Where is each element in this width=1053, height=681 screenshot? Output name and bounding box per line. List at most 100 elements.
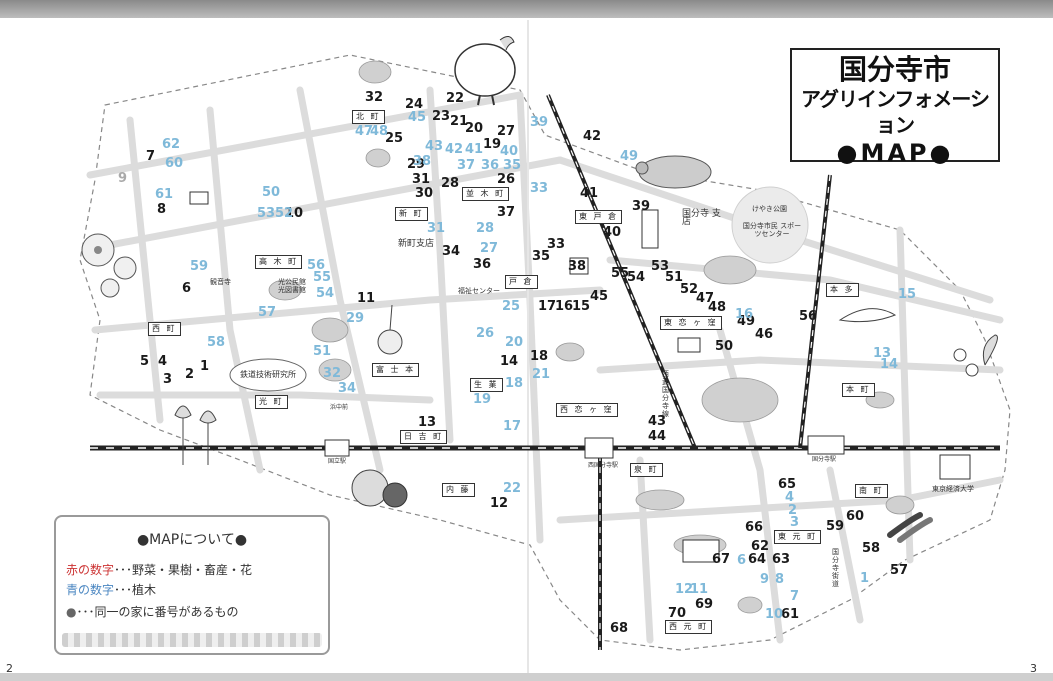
farm-number: 27 xyxy=(480,241,499,256)
farm-number: 25 xyxy=(502,299,521,314)
scan-edge-bottom xyxy=(0,673,1053,681)
farm-number: 1 xyxy=(860,571,870,586)
farm-number: 2 xyxy=(788,503,798,518)
seibu-tamagawa-line xyxy=(798,174,832,449)
farm-number: 5 xyxy=(140,354,150,369)
farm-number: 10 xyxy=(765,607,784,622)
farm-number: 24 xyxy=(405,97,424,112)
farm-number: 32 xyxy=(365,90,384,105)
farm-number: 6 xyxy=(182,281,192,296)
farm-number: 44 xyxy=(648,429,667,444)
farm-number: 27 xyxy=(497,124,516,139)
farm-number: 38 xyxy=(568,259,587,274)
farm-number: 56 xyxy=(799,309,818,324)
farm-number: 47 xyxy=(355,124,374,139)
farm-number: 2 xyxy=(185,367,195,382)
farm-number: 62 xyxy=(751,539,770,554)
district-honcho: 本 町 xyxy=(842,383,875,397)
tree-cluster-icon xyxy=(635,489,685,511)
farm-number: 4 xyxy=(158,354,168,369)
farm-number: 15 xyxy=(898,287,917,302)
district-takagi: 高 木 町 xyxy=(255,255,303,269)
farm-number: 59 xyxy=(190,259,209,274)
farm-number: 54 xyxy=(627,270,646,285)
farm-number: 17 xyxy=(538,299,557,314)
farm-number: 10 xyxy=(285,206,304,221)
farm-number: 12 xyxy=(675,582,694,597)
farm-number: 22 xyxy=(446,91,465,106)
label-kokubunji-road: 国分寺街道 xyxy=(832,548,839,588)
label-kokubunji-branch: 国分寺 支店 xyxy=(682,209,721,227)
railway-institute-outline xyxy=(229,358,307,392)
district-seikan: 生 業 xyxy=(470,378,503,392)
farm-number: 57 xyxy=(258,305,277,320)
farm-number: 3 xyxy=(163,372,173,387)
farm-number: 14 xyxy=(500,354,519,369)
bird-icon xyxy=(838,308,897,323)
farm-number: 55 xyxy=(313,270,332,285)
farm-number: 46 xyxy=(755,327,774,342)
farm-house-icon xyxy=(682,539,720,563)
page-number-right: 3 xyxy=(1030,662,1037,675)
farm-number: 39 xyxy=(530,115,549,130)
farm-number: 43 xyxy=(648,414,667,429)
legend-dots-text: ･･･同一の家に番号があるもの xyxy=(76,605,239,619)
legend-red-row: 赤の数字･･･野菜・果樹・畜産・花 xyxy=(66,561,252,578)
farm-number: 23 xyxy=(432,109,451,124)
tree-cluster-icon xyxy=(703,255,757,285)
label-nishi-kokubunji-st: 西国分寺駅 xyxy=(588,462,619,469)
farm-number: 19 xyxy=(483,137,502,152)
farm-number: 48 xyxy=(370,124,389,139)
label-shinmachi-branch: 新町支店 xyxy=(398,239,435,249)
onion-icon xyxy=(377,304,403,355)
farm-number: 29 xyxy=(346,311,365,326)
district-higashikoigakubo: 東 恋 ヶ 窪 xyxy=(660,316,722,330)
tree-cluster-icon xyxy=(311,317,349,343)
farm-number: 49 xyxy=(620,149,639,164)
farm-number: 31 xyxy=(412,172,431,187)
farm-number: 9 xyxy=(760,572,770,587)
farm-number: 53 xyxy=(257,206,276,221)
farm-number: 59 xyxy=(826,519,845,534)
farm-number: 66 xyxy=(745,520,764,535)
title-subtitle: アグリインフォメーション xyxy=(801,87,990,137)
district-nishimoto: 西 元 町 xyxy=(665,620,713,634)
label-chuo-line: 西武国分寺線 xyxy=(662,370,669,418)
farm-number: 52 xyxy=(275,206,294,221)
farm-number: 39 xyxy=(632,199,651,214)
farm-number: 50 xyxy=(715,339,734,354)
farm-number: 35 xyxy=(532,249,551,264)
farm-number: 51 xyxy=(665,270,684,285)
label-kannonji: 観音寺 xyxy=(210,278,231,286)
farm-number: 7 xyxy=(146,149,156,164)
farm-number: 18 xyxy=(505,376,524,391)
farm-number: 47 xyxy=(696,291,715,306)
farm-number: 33 xyxy=(547,237,566,252)
farm-number: 8 xyxy=(775,572,785,587)
park-forest-icon xyxy=(701,377,779,423)
farm-number: 45 xyxy=(590,289,609,304)
pig-icon xyxy=(635,155,712,189)
map-legend: ●MAPについて● 赤の数字･･･野菜・果樹・畜産・花 青の数字･･･植木 ●･… xyxy=(54,515,330,655)
keyaki-park-circle xyxy=(731,186,809,264)
farm-number: 26 xyxy=(476,326,495,341)
farm-number: 25 xyxy=(385,131,404,146)
farm-number: 11 xyxy=(357,291,376,306)
kokubunji-station-icon xyxy=(807,435,845,455)
legend-title: ●MAPについて● xyxy=(136,532,248,548)
farm-number: 3 xyxy=(790,515,800,530)
district-namiki: 並 木 町 xyxy=(462,187,510,201)
farm-number: 49 xyxy=(737,314,756,329)
building-icon xyxy=(569,257,589,275)
district-togura: 戸 倉 xyxy=(505,275,538,289)
farm-number: 63 xyxy=(772,552,791,567)
farm-number: 7 xyxy=(790,589,800,604)
farm-number: 52 xyxy=(680,282,699,297)
farm-number: 8 xyxy=(157,202,167,217)
page-number-left: 2 xyxy=(6,662,13,675)
farm-number: 14 xyxy=(880,357,899,372)
farm-number: 68 xyxy=(610,621,629,636)
farm-number: 48 xyxy=(708,300,727,315)
farm-number: 1 xyxy=(200,359,210,374)
